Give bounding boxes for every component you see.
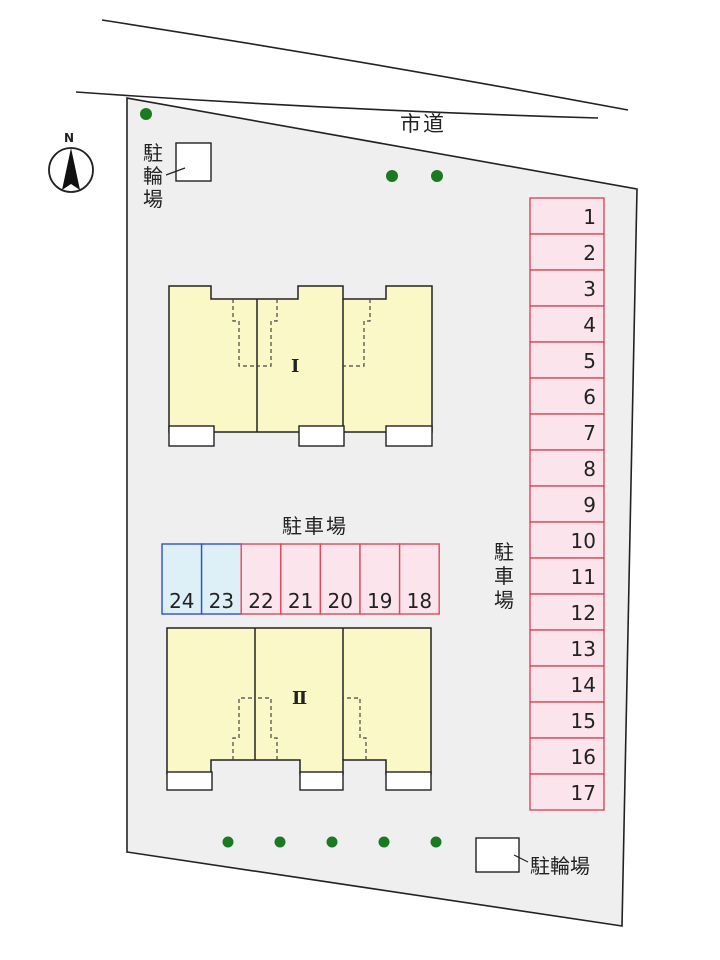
parking-space-number: 4	[583, 313, 596, 337]
parking-space: 1	[529, 197, 605, 235]
parking-space: 6	[529, 377, 605, 415]
parking-space-number: 7	[583, 421, 596, 445]
parking-space-number: 14	[571, 673, 596, 697]
parking-space-box	[398, 543, 440, 615]
parking-space-number: 15	[571, 709, 596, 733]
parking-space-number: 19	[367, 589, 392, 613]
parking-space-number: 17	[571, 781, 596, 805]
parking-space-number: 3	[583, 277, 596, 301]
building-2-label: Ⅱ	[292, 688, 308, 709]
bike-parking-label-top: 駐輪場	[143, 141, 163, 211]
tree-marker	[326, 836, 338, 848]
parking-space: 23	[200, 543, 242, 615]
parking-space: 7	[529, 413, 605, 451]
parking-space: 10	[529, 521, 605, 559]
parking-space-box	[529, 521, 605, 559]
parking-space-box	[529, 233, 605, 271]
parking-space-number: 8	[583, 457, 596, 481]
parking-space-box	[529, 269, 605, 307]
parking-space-box	[529, 557, 605, 595]
parking-space: 16	[529, 737, 605, 775]
parking-space-number: 22	[248, 589, 273, 613]
parking-space-box	[529, 773, 605, 811]
parking-space-box	[529, 377, 605, 415]
parking-space-number: 21	[288, 589, 313, 613]
parking-space: 20	[319, 543, 361, 615]
parking-space-number: 9	[583, 493, 596, 517]
parking-space-box	[529, 305, 605, 343]
parking-space-box	[529, 413, 605, 451]
bike-parking-box-top	[175, 142, 212, 182]
building-1	[168, 285, 433, 447]
tree-marker	[274, 836, 286, 848]
parking-space: 24	[161, 543, 203, 615]
parking-space-box	[529, 449, 605, 487]
parking-space: 22	[240, 543, 282, 615]
parking-space-number: 6	[583, 385, 596, 409]
parking-space: 17	[529, 773, 605, 811]
building-1-label: Ⅰ	[291, 356, 300, 377]
parking-space: 3	[529, 269, 605, 307]
parking-space-box	[280, 543, 322, 615]
tree-marker	[431, 170, 443, 182]
parking-label-right: 駐車場	[494, 540, 514, 612]
compass-icon	[48, 147, 94, 193]
bike-parking-label-bottom: 駐輪場	[530, 854, 590, 878]
parking-space-box	[529, 701, 605, 739]
parking-space-number: 16	[571, 745, 596, 769]
tree-marker	[222, 836, 234, 848]
parking-space: 18	[398, 543, 440, 615]
tree-marker	[140, 108, 152, 120]
parking-space: 12	[529, 593, 605, 631]
center-parking-spaces: 24 23 22 21 20 19 18	[161, 543, 440, 615]
parking-space-number: 13	[571, 637, 596, 661]
parking-space-box	[529, 485, 605, 523]
parking-space: 13	[529, 629, 605, 667]
parking-space: 4	[529, 305, 605, 343]
parking-space-box	[161, 543, 203, 615]
parking-space-number: 18	[407, 589, 432, 613]
road-edge-south	[75, 91, 599, 119]
tree-marker	[378, 836, 390, 848]
bike-parking-leader-top	[165, 167, 186, 176]
parking-space: 5	[529, 341, 605, 379]
parking-space-number: 2	[583, 241, 596, 265]
parking-space-number: 23	[209, 589, 234, 613]
parking-space: 11	[529, 557, 605, 595]
parking-space-number: 10	[571, 529, 596, 553]
road-label: 市道	[400, 112, 446, 136]
parking-space-number: 1	[583, 205, 596, 229]
parking-space-box	[319, 543, 361, 615]
parking-space-number: 5	[583, 349, 596, 373]
bike-parking-leader-bottom	[513, 854, 529, 863]
parking-space-number: 24	[169, 589, 194, 613]
trees	[140, 108, 443, 848]
parking-space: 15	[529, 701, 605, 739]
parking-space-number: 20	[327, 589, 352, 613]
parking-space-box	[240, 543, 282, 615]
parking-space: 2	[529, 233, 605, 271]
tree-marker	[430, 836, 442, 848]
road-edge-north	[101, 19, 629, 111]
parking-space-number: 12	[571, 601, 596, 625]
parking-space-number: 11	[571, 565, 596, 589]
parking-space: 8	[529, 449, 605, 487]
parking-space: 9	[529, 485, 605, 523]
compass-north-label: N	[64, 131, 75, 145]
parking-label-center: 駐車場	[282, 514, 348, 538]
parking-space: 19	[359, 543, 401, 615]
tree-marker	[386, 170, 398, 182]
parking-space: 21	[280, 543, 322, 615]
bike-parking-box-bottom	[475, 837, 520, 873]
building-2	[166, 627, 432, 791]
parking-space: 14	[529, 665, 605, 703]
